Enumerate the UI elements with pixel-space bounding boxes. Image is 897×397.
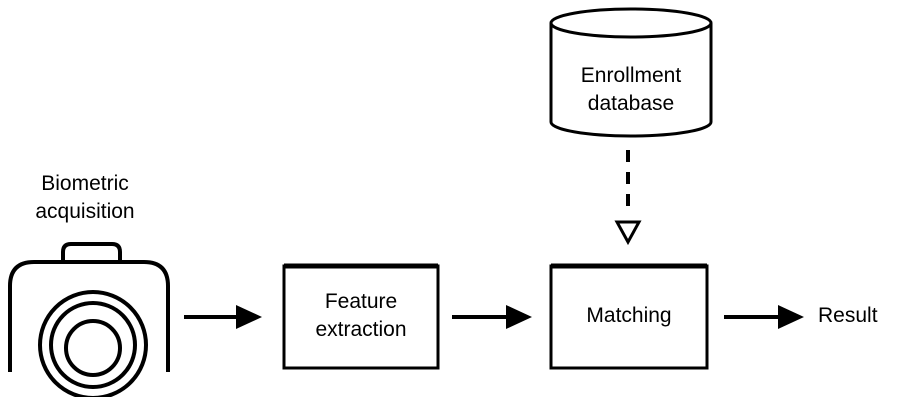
arrow-matching-to-result [724, 305, 804, 329]
database-label-line-1: Enrollment [580, 64, 682, 87]
result-label: Result [818, 304, 878, 327]
database-cylinder-icon [549, 7, 713, 138]
feature-extraction-label: Feature extraction [286, 288, 436, 344]
arrow-acquisition-to-extraction [184, 305, 262, 329]
database-label-line-2: database [587, 92, 675, 115]
feature-extraction-box [282, 264, 440, 370]
dashed-arrow-database-to-matching [614, 150, 642, 246]
acquisition-label-line-1: Biometric [41, 172, 129, 195]
matching-label: Matching [586, 304, 672, 327]
database-label: Enrollment database [556, 62, 706, 118]
camera-icon [8, 242, 170, 397]
acquisition-label-line-2: acquisition [35, 200, 135, 223]
arrow-extraction-to-matching [452, 305, 532, 329]
acquisition-label: Biometric acquisition [20, 170, 150, 226]
matching-box [549, 264, 709, 370]
feature-extraction-label-line-1: Feature [324, 290, 398, 313]
feature-extraction-label-line-2: extraction [315, 318, 407, 341]
